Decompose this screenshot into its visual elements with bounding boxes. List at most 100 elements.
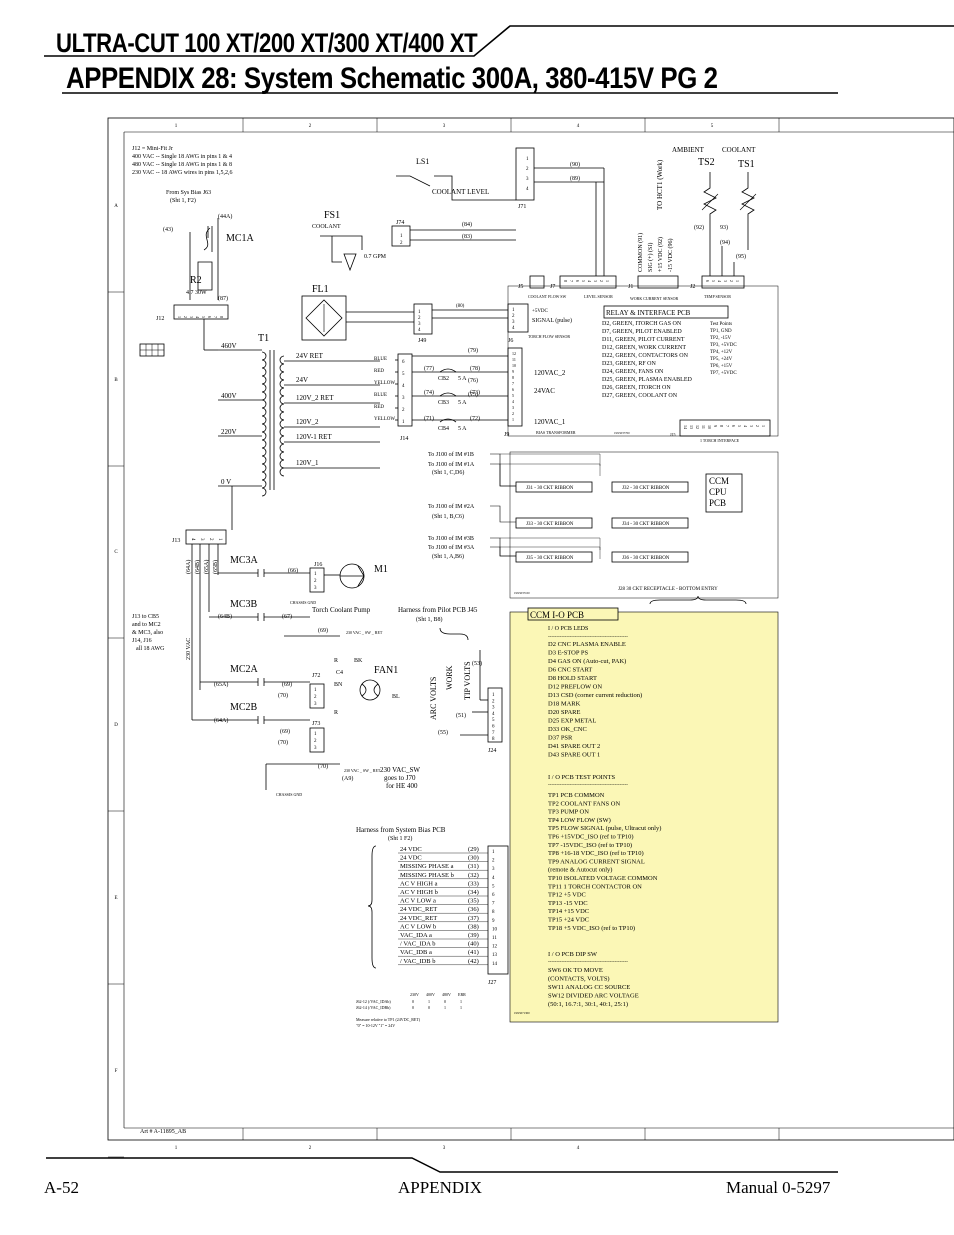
r2-label: R2 (190, 275, 202, 286)
transformer-winding (279, 451, 285, 461)
transformer-winding (261, 367, 267, 377)
wire-label: (75) (468, 391, 478, 398)
wire-label: (84) (462, 221, 472, 228)
im-ribbon-wire (490, 453, 516, 487)
j13-note: and to MC2 (132, 622, 161, 628)
transformer-winding (261, 455, 267, 465)
ls1-label: LS1 (416, 157, 429, 166)
io-pcb-led: D13 CSD (corner current reduction) (548, 692, 642, 699)
im-ribbon-wire (490, 505, 516, 523)
wire-label: (55) (438, 729, 448, 736)
transformer-winding (279, 371, 285, 381)
wire-label: (66) (288, 567, 298, 574)
frame-col-label: 4 (577, 1146, 580, 1151)
transformer-winding (261, 415, 267, 425)
vac-table-note: "0" = 10-12V "1" = 24V (356, 1023, 395, 1028)
j6-signal: SIGNAL (pulse) (532, 317, 572, 324)
j72-connector (309, 683, 325, 709)
harness-bias-wire: (31) (468, 863, 479, 870)
io-pcb-test-point: TP9 ANALOG CURRENT SIGNAL (548, 858, 645, 865)
harness-tip-volts: TIP VOLTS (463, 661, 472, 700)
j7-pin: 3 (593, 280, 598, 282)
j15-pin: 9 (713, 425, 718, 427)
io-pcb-led: D3 E-STOP PS (548, 650, 588, 657)
fs1-coolant: COOLANT (312, 224, 341, 230)
transformer-winding (261, 479, 267, 489)
j71-connector (515, 147, 535, 201)
j12-pin: 7 (213, 316, 218, 318)
j12-pin: 3 (189, 316, 194, 318)
contactor-label: MC2B (230, 702, 258, 713)
io-pcb-part-number: 19X5071300 (514, 1011, 530, 1015)
j74-label: J74 (396, 220, 404, 226)
j13-note: all 18 AWG (136, 646, 165, 652)
frame-col-label: 1 (175, 124, 178, 129)
io-pcb-dip-title: I / O PCB DIP SW (548, 951, 598, 958)
j1-connector (637, 275, 679, 289)
harness-bias-wire: (36) (468, 906, 479, 913)
relay-pcb-led: D12, GREEN, WORK CURRENT (602, 345, 686, 351)
io-pcb-led: D41 SPARE OUT 2 (548, 743, 600, 750)
harness-bias-signal: 24 VDC_RET (400, 915, 437, 922)
io-pcb-dip-switch: SW6 OK TO MOVE (548, 967, 603, 974)
pump-description: Torch Coolant Pump (312, 606, 371, 614)
circuit-breaker-label: CB2 (438, 376, 449, 382)
j27-pin: 2 (492, 859, 495, 864)
fan-wire-bk: BK (354, 658, 363, 664)
art-number: Art # A-11895_AB (140, 1129, 186, 1135)
wire-label: (79) (468, 347, 478, 354)
wire-label: (95) (736, 253, 746, 260)
j9-pin: 11 (512, 357, 516, 362)
j27-pin: 12 (492, 945, 498, 950)
io-pcb-led: D12 PREFLOW ON (548, 684, 602, 691)
j1-signal: COMMON (91) (637, 233, 644, 272)
j7-pin: 2 (599, 280, 604, 282)
j2-connector (701, 275, 745, 289)
frame-row-label: B (114, 378, 118, 383)
harness-bias-signal: 24 VDC (400, 855, 422, 862)
relay-pcb-title-box (603, 305, 729, 319)
j2-label: J2 (690, 284, 695, 290)
transformer-winding (261, 391, 267, 401)
frame-col-label: 2 (309, 124, 312, 129)
fan-motor (359, 679, 381, 701)
j13-wire: (64B) (194, 560, 201, 574)
transformer-winding (261, 439, 267, 449)
j49-label: J49 (418, 338, 426, 344)
transformer-primary-tap: 460V (221, 342, 237, 350)
j27-pin: 1 (492, 850, 495, 855)
harness-bias-wire: (33) (468, 880, 479, 887)
j16-pin: 1 (314, 572, 317, 577)
j13-pin: 4 (190, 538, 195, 541)
wire-label: (74) (424, 389, 434, 396)
transformer-winding (261, 359, 267, 369)
fan-label: FAN1 (374, 665, 398, 676)
relay-pcb-test-point: TP4, +12V (710, 350, 733, 355)
j24-pin: 1 (492, 693, 495, 698)
j24-pin: 7 (492, 731, 495, 736)
io-pcb-test-point: TP6 +15VDC_ISO (ref to TP10) (548, 834, 634, 841)
im-ribbon-wire (500, 537, 601, 550)
wire-label: (64A) (214, 717, 228, 724)
transformer-primary-tap: 220V (221, 428, 237, 436)
j12-pin: 6 (207, 316, 212, 318)
wire-label: (71) (424, 415, 434, 422)
j12-label: J12 (156, 316, 164, 322)
bias-source-note: (Sht 1, F2) (170, 197, 196, 204)
frame-row-label: F (115, 1069, 118, 1074)
harness-bias-signal: VAC_IDA a (400, 932, 432, 939)
r2-value: 4.7 30W (186, 290, 207, 296)
ccm-im-link: To J100 of IM #3B (428, 535, 474, 542)
j6-pin: 4 (512, 326, 515, 331)
transformer-secondary-tap: 120V_2 (296, 418, 319, 426)
transformer-winding (279, 379, 285, 389)
vac-table-header: 400V (426, 992, 435, 997)
harness-bias-wire: (29) (468, 846, 479, 853)
j9-pin: 9 (512, 369, 514, 374)
r2-resistor (197, 261, 213, 291)
io-pcb-divider: ----------------------------------------… (548, 960, 628, 965)
harness-bias-wire: (40) (468, 941, 479, 948)
wire-label: (72) (470, 415, 480, 422)
j1-signal: -15 VDC (96) (667, 238, 674, 272)
j9-pin: 4 (512, 399, 514, 404)
